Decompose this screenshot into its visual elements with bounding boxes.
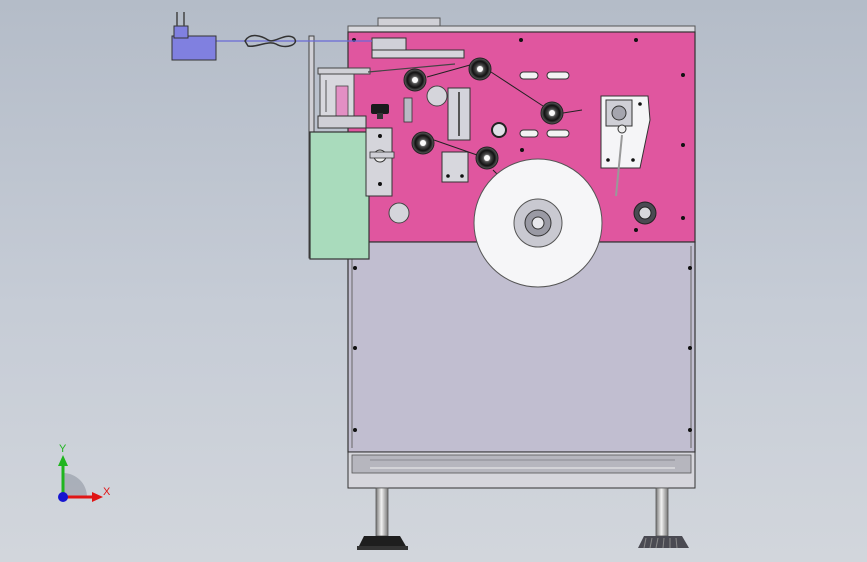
panel-screws [352, 38, 692, 432]
guide-top-bar [317, 67, 371, 75]
detector-plate [600, 95, 651, 169]
handle-icon [371, 104, 389, 119]
base-rail [351, 454, 692, 474]
axis-triad-icon [58, 455, 103, 502]
guide-clamp [317, 115, 367, 129]
bracket-block [441, 151, 469, 183]
guide-slider [335, 85, 349, 117]
tension-roller-icon [540, 101, 564, 125]
axis-y-label: Y [59, 443, 67, 455]
green-control-box [309, 131, 370, 260]
sensor-mount [371, 37, 407, 51]
knob-icon [633, 201, 657, 225]
leveling-foot-icon [638, 487, 689, 549]
tension-roller-icon [411, 131, 435, 155]
detector-rod [615, 134, 623, 197]
leveling-foot-icon [357, 487, 408, 550]
sensor-icon [171, 12, 217, 61]
idler-disc [426, 85, 448, 107]
tension-roller-icon [475, 146, 499, 170]
tension-roller-icon [403, 68, 427, 92]
tension-roller-icon [468, 57, 492, 81]
reel-icon [473, 158, 603, 288]
top-cover [347, 25, 696, 33]
idler-disc [388, 202, 410, 224]
guide-pulley [491, 122, 507, 138]
cable-loop [244, 34, 297, 48]
upper-arm [371, 49, 465, 59]
top-bracket [377, 17, 441, 27]
adjuster [403, 97, 413, 123]
axis-x-label: X [103, 486, 111, 498]
adjust-slots [519, 71, 570, 138]
